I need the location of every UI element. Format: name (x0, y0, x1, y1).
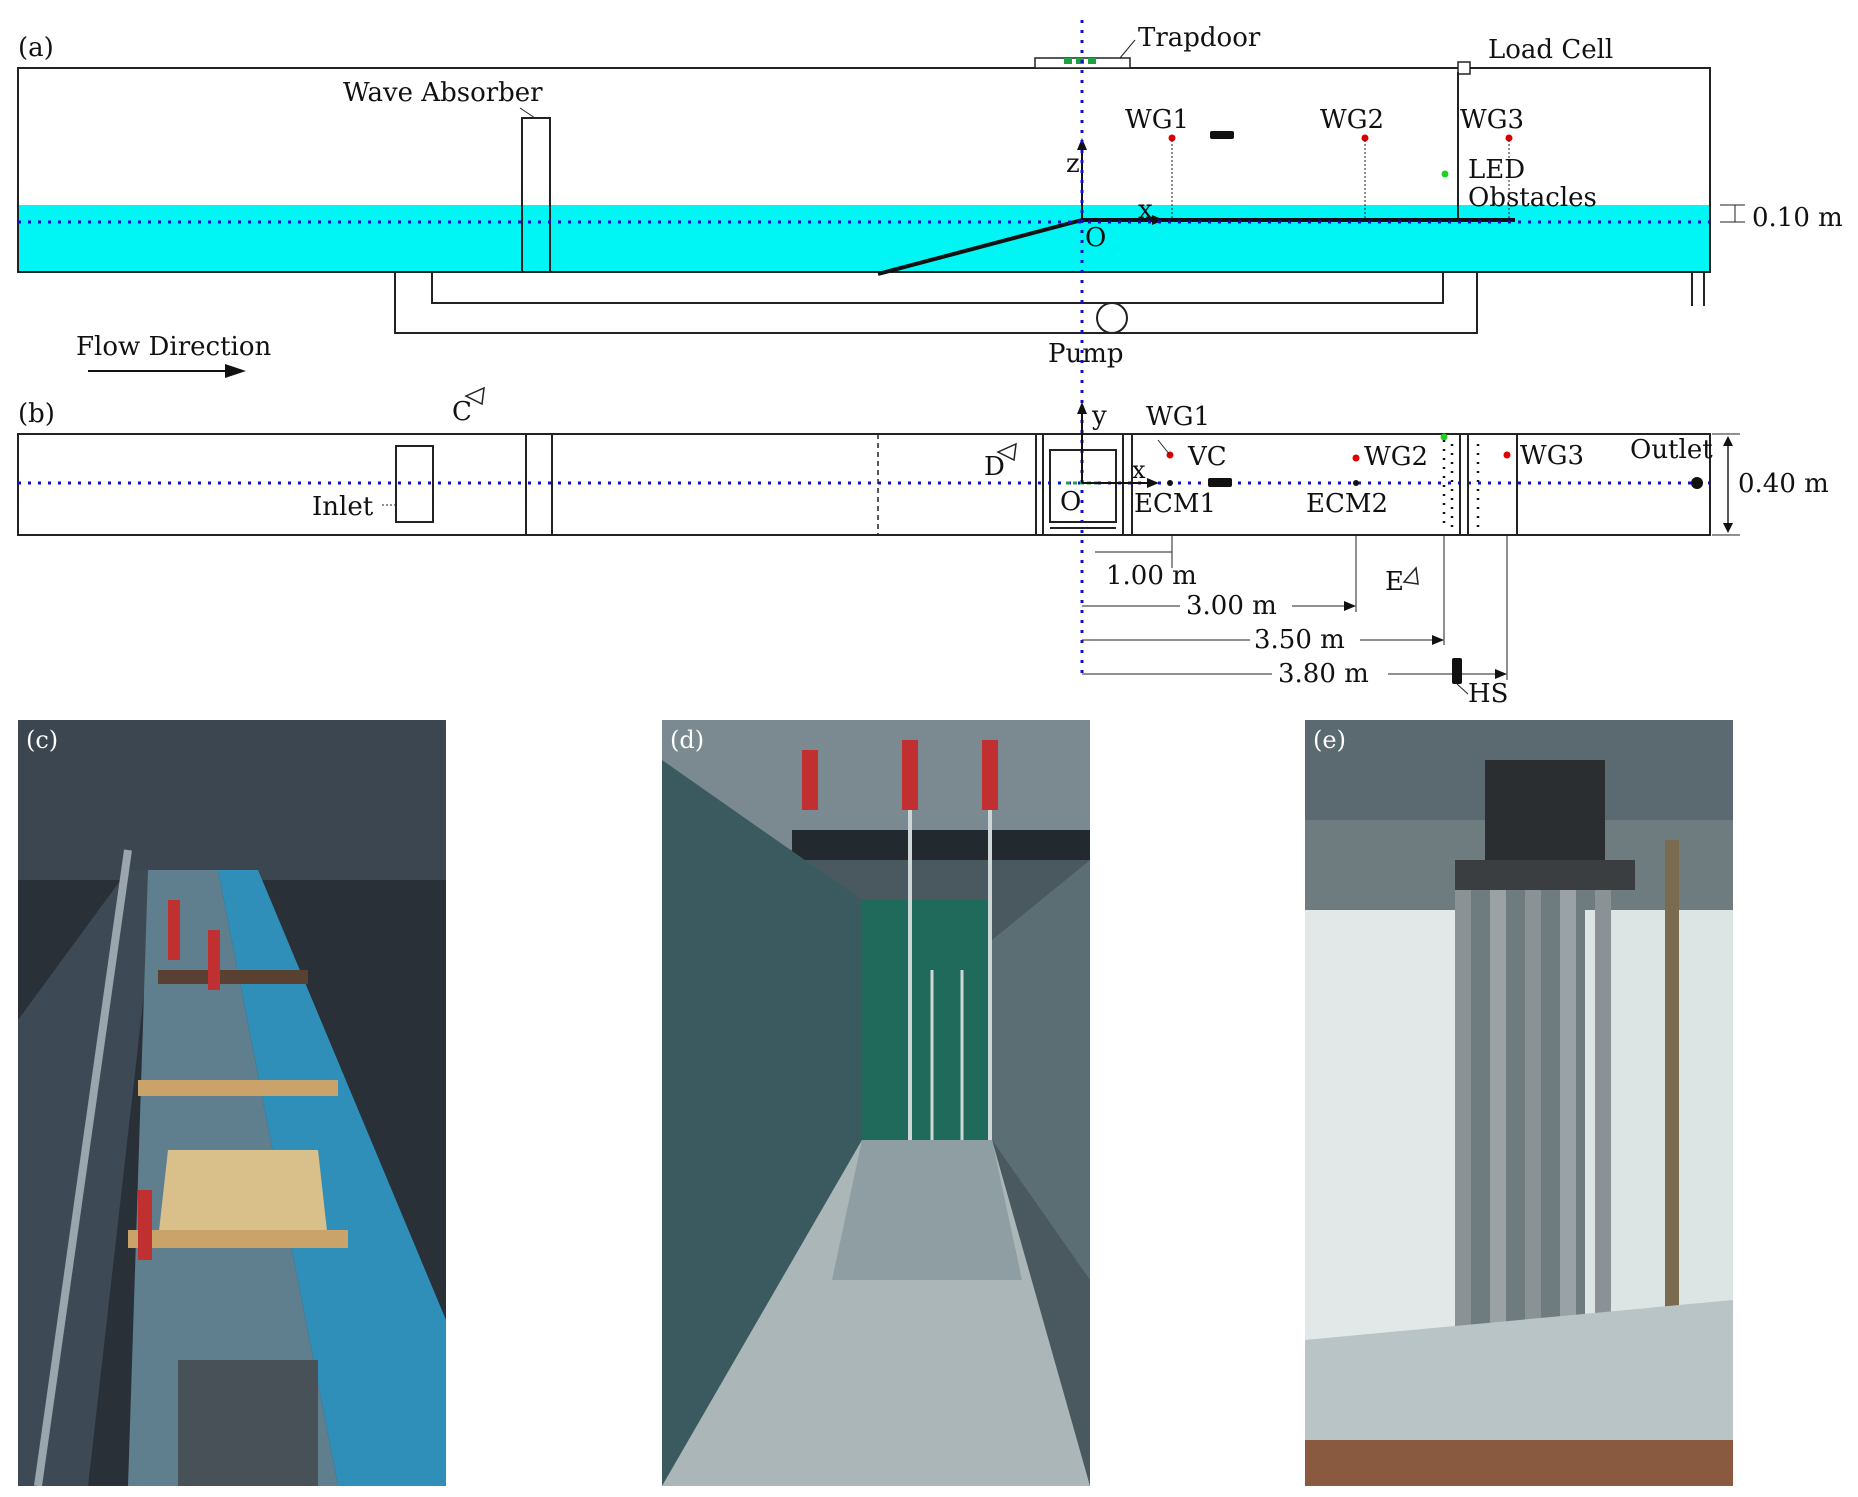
plan-channel (17, 433, 1711, 536)
pump-icon (1096, 302, 1128, 334)
wave-absorber-leader (519, 107, 536, 119)
x-axis-arrowhead (1152, 215, 1164, 225)
obstacles-label: Obstacles (1468, 183, 1597, 213)
width-arrowhead-bottom (1723, 523, 1733, 533)
y-axis-arrowhead (1077, 402, 1087, 414)
load-cell-label: Load Cell (1488, 35, 1613, 65)
wg3-label: WG3 (1460, 105, 1524, 135)
plan-x-axis-arrowhead (1147, 478, 1159, 488)
origin-label: O (1085, 223, 1106, 253)
return-pipe-inner (431, 272, 1444, 304)
plan-x-axis-label: x (1132, 456, 1146, 484)
trapdoor-green-2 (1076, 58, 1084, 64)
plan-wg3-gauge (1503, 451, 1511, 459)
dim-arrow-4 (1495, 669, 1507, 679)
camera-c-icon (464, 386, 485, 406)
depth-label: 0.10 m (1752, 203, 1843, 233)
inlet-label: Inlet (312, 492, 374, 522)
load-cell (1457, 61, 1471, 75)
return-pipe-outer (394, 272, 1478, 334)
led-label: LED (1468, 155, 1525, 185)
water-body (18, 205, 1710, 272)
dim-label-2: 3.00 m (1186, 591, 1277, 621)
outlet-marker (1691, 477, 1703, 489)
wave-absorber (521, 117, 551, 273)
y-axis-label: y (1091, 401, 1107, 431)
pump-label: Pump (1048, 339, 1124, 369)
width-arrowhead-top (1723, 436, 1733, 446)
wg2-label: WG2 (1320, 105, 1384, 135)
z-axis-label: z (1066, 149, 1080, 179)
vc-label: VC (1187, 442, 1227, 472)
trapdoor-leader (1119, 39, 1136, 59)
plan-wg1-leader (1157, 439, 1171, 456)
plan-origin-label: O (1060, 487, 1081, 517)
flume-channel (17, 67, 1711, 273)
wave-absorber-label: Wave Absorber (343, 78, 543, 108)
plan-wg2-label: WG2 (1364, 442, 1428, 472)
camera-d-label: D (984, 452, 1005, 482)
panel-label-e: (e) (1313, 726, 1346, 754)
plan-led-marker (1440, 433, 1448, 441)
wg1-gauge (1168, 134, 1176, 142)
dim-label-4: 3.80 m (1278, 659, 1369, 689)
trapdoor-green-3 (1088, 58, 1096, 64)
panel-label-b: (b) (18, 399, 55, 429)
wg1-label: WG1 (1125, 105, 1189, 135)
ecm2-marker (1353, 480, 1359, 486)
dim-arrow-2 (1344, 601, 1356, 611)
flow-arrowhead (225, 364, 246, 378)
ecm1-label: ECM1 (1134, 489, 1216, 519)
trapdoor-label: Trapdoor (1138, 23, 1261, 53)
z-axis-arrowhead (1077, 138, 1087, 150)
photo-e-obstacles: (e) (1305, 720, 1733, 1486)
plan-wg2-gauge (1352, 454, 1360, 462)
dim-label-1: 1.00 m (1106, 561, 1197, 591)
inlet-box (395, 445, 434, 523)
wg2-gauge (1361, 134, 1369, 142)
led-marker (1441, 170, 1449, 178)
hs-label: HS (1468, 679, 1509, 709)
photo-c-flume-overview: (c) (18, 720, 446, 1486)
panel-label-d: (d) (670, 726, 705, 754)
dim-arrow-3 (1432, 635, 1444, 645)
hs-leader (1456, 683, 1469, 695)
panel-label-c: (c) (26, 726, 59, 754)
slope (877, 218, 1083, 276)
vc-side (1210, 131, 1234, 139)
ecm2-label: ECM2 (1306, 489, 1388, 519)
hs-sensor (1452, 658, 1462, 684)
trapdoor-green-1 (1064, 58, 1072, 64)
plan-wg1-label: WG1 (1146, 402, 1210, 432)
wg3-gauge (1505, 134, 1513, 142)
x-axis-label: x (1138, 195, 1153, 225)
dim-label-3: 3.50 m (1254, 625, 1345, 655)
camera-e-label: E (1385, 567, 1404, 597)
vc-plan (1208, 478, 1232, 487)
outlet-label: Outlet (1630, 435, 1713, 465)
plan-wg3-label: WG3 (1520, 441, 1584, 471)
width-label: 0.40 m (1738, 469, 1829, 499)
camera-c-label: C (452, 397, 472, 427)
panel-label-a: (a) (18, 33, 54, 63)
ecm1-marker (1167, 480, 1173, 486)
camera-e-icon (1402, 566, 1419, 585)
camera-d-icon (996, 442, 1017, 462)
photo-d-flume-interior: (d) (662, 720, 1090, 1486)
flow-direction-label: Flow Direction (76, 332, 271, 362)
